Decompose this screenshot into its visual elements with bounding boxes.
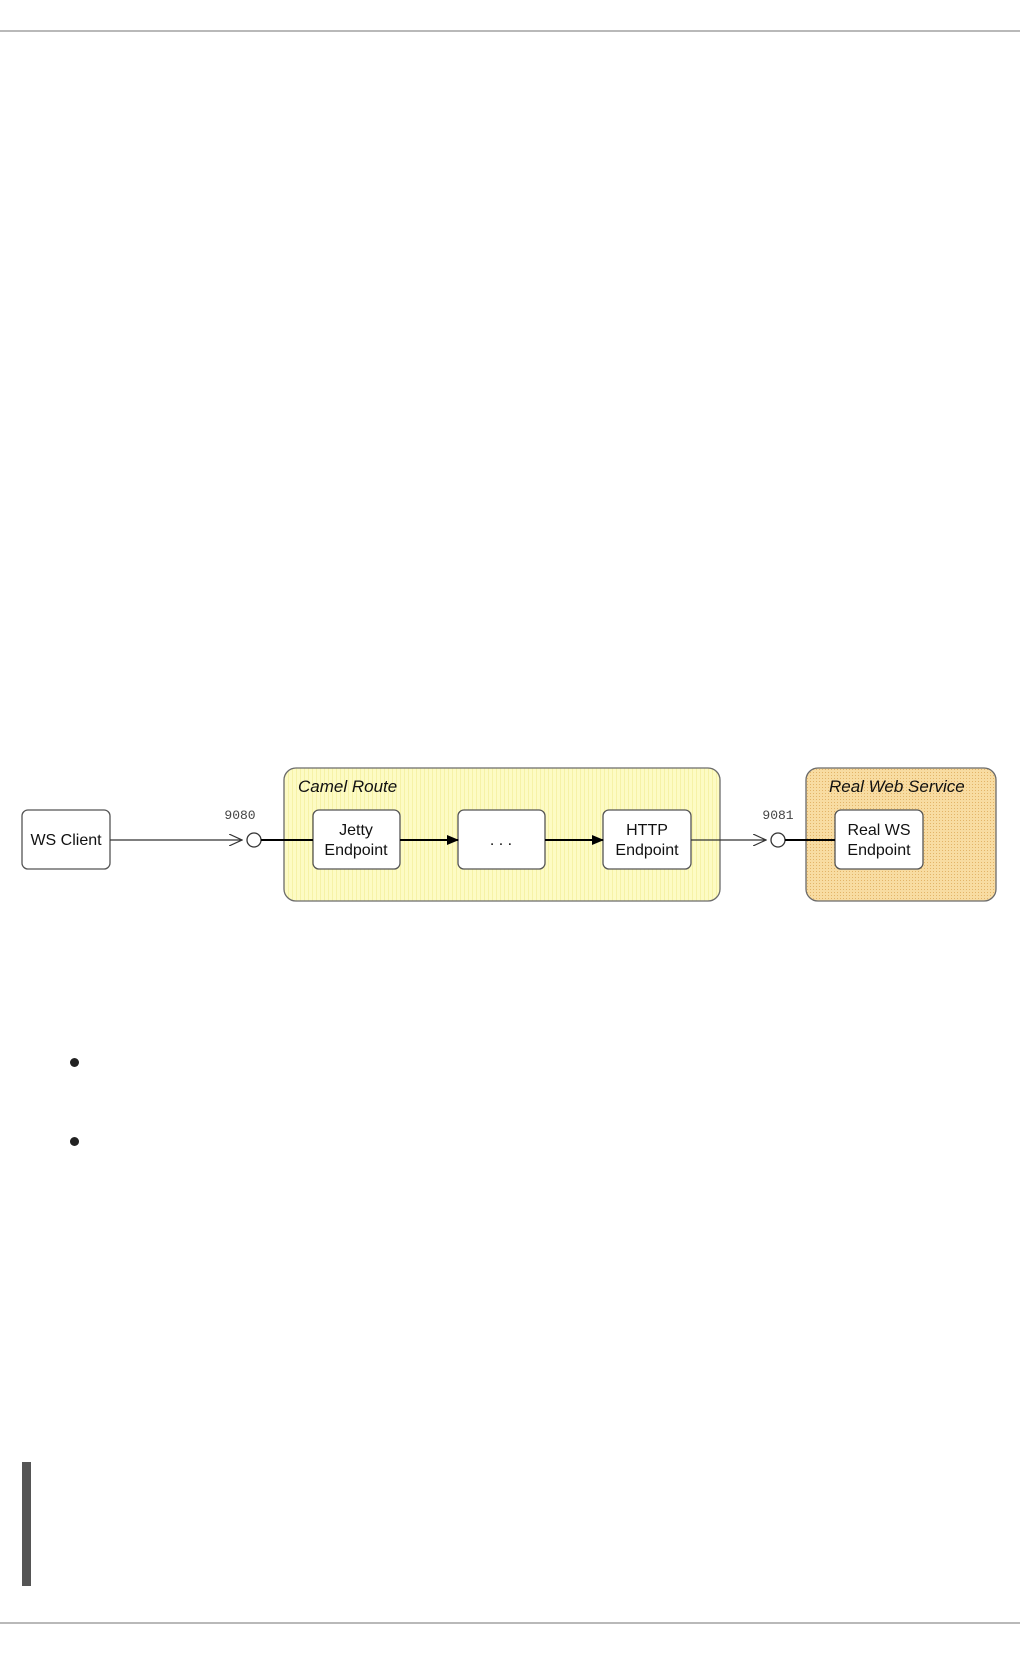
jetty-endpoint-label-line2: Endpoint	[324, 842, 388, 859]
http-endpoint-label-line1: HTTP	[626, 822, 668, 839]
bullet-point	[70, 1058, 79, 1067]
camel-proxy-diagram: Camel Route Real Web Service WS Client J…	[0, 760, 1020, 910]
port-9080: 9080	[224, 808, 262, 848]
camel-route-title: Camel Route	[298, 777, 397, 796]
ws-client-node: WS Client	[21, 809, 111, 870]
note-sidebar-bar	[22, 1462, 31, 1586]
real-web-service-title: Real Web Service	[829, 777, 965, 796]
port-9081: 9081	[762, 808, 794, 848]
port-9080-label: 9080	[224, 808, 255, 823]
ellipsis-label: . . .	[490, 832, 512, 849]
ws-client-label: WS Client	[30, 832, 102, 849]
jetty-endpoint-label-line1: Jetty	[339, 822, 373, 839]
jetty-endpoint-node: Jetty Endpoint	[312, 809, 401, 870]
real-ws-endpoint-label-line1: Real WS	[847, 822, 910, 839]
http-endpoint-node: HTTP Endpoint	[602, 809, 692, 870]
header-rule	[0, 30, 1020, 32]
real-ws-endpoint-label-line2: Endpoint	[847, 842, 911, 859]
footer-rule	[0, 1622, 1020, 1624]
bullet-point	[70, 1137, 79, 1146]
port-9081-label: 9081	[762, 808, 793, 823]
real-ws-endpoint-node: Real WS Endpoint	[834, 809, 924, 870]
intermediate-processors-node: . . .	[457, 809, 546, 870]
http-endpoint-label-line2: Endpoint	[615, 842, 679, 859]
